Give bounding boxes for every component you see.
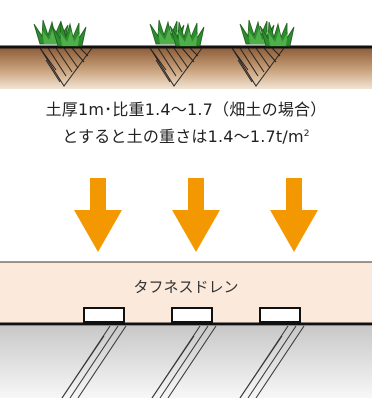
soil-hatch: [39, 47, 285, 87]
drain-slot: [171, 307, 213, 323]
drain-slot: [83, 307, 125, 323]
grass-icon: [149, 19, 205, 47]
drain-label: タフネスドレン: [133, 278, 239, 296]
ground-hatch: [61, 325, 305, 399]
load-caption-line2: とすると土の重さは1.4～1.7t/m2: [0, 124, 372, 147]
drain-slot: [259, 307, 301, 323]
grass-icon: [33, 19, 87, 47]
unit-exponent: 2: [303, 129, 310, 139]
load-caption-text: とすると土の重さは1.4～1.7t/m: [62, 127, 304, 146]
down-arrow-icon: [74, 178, 122, 252]
down-arrow-icon: [270, 178, 318, 252]
grass-icon: [239, 19, 295, 47]
ground-layer: [0, 326, 372, 398]
load-caption-line1: 土厚1m･比重1.4～1.7（畑土の場合）: [45, 100, 327, 119]
down-arrow-icon: [172, 178, 220, 252]
